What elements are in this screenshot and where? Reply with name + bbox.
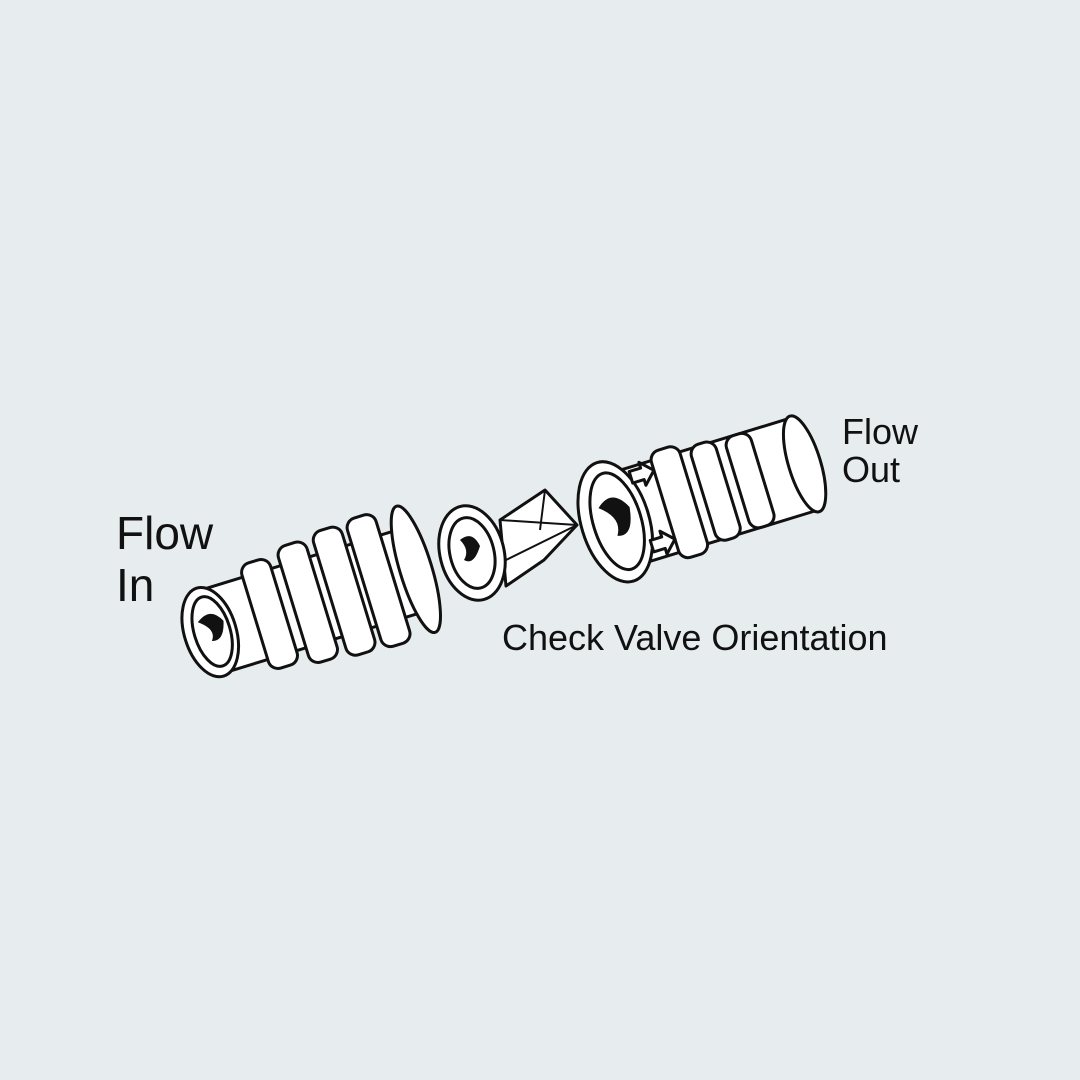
- flow-out-label: Flow Out: [842, 414, 918, 488]
- flow-in-line-2: In: [116, 559, 155, 611]
- inlet-coupling: [180, 504, 442, 679]
- diagram-caption: Check Valve Orientation: [502, 617, 888, 658]
- check-valve-insert: [437, 488, 579, 602]
- outlet-coupling: [576, 414, 828, 584]
- flow-out-line-1: Flow: [842, 411, 919, 452]
- flow-out-line-2: Out: [842, 449, 901, 490]
- flow-in-label: Flow In: [116, 510, 213, 608]
- flow-in-line-1: Flow: [116, 507, 214, 559]
